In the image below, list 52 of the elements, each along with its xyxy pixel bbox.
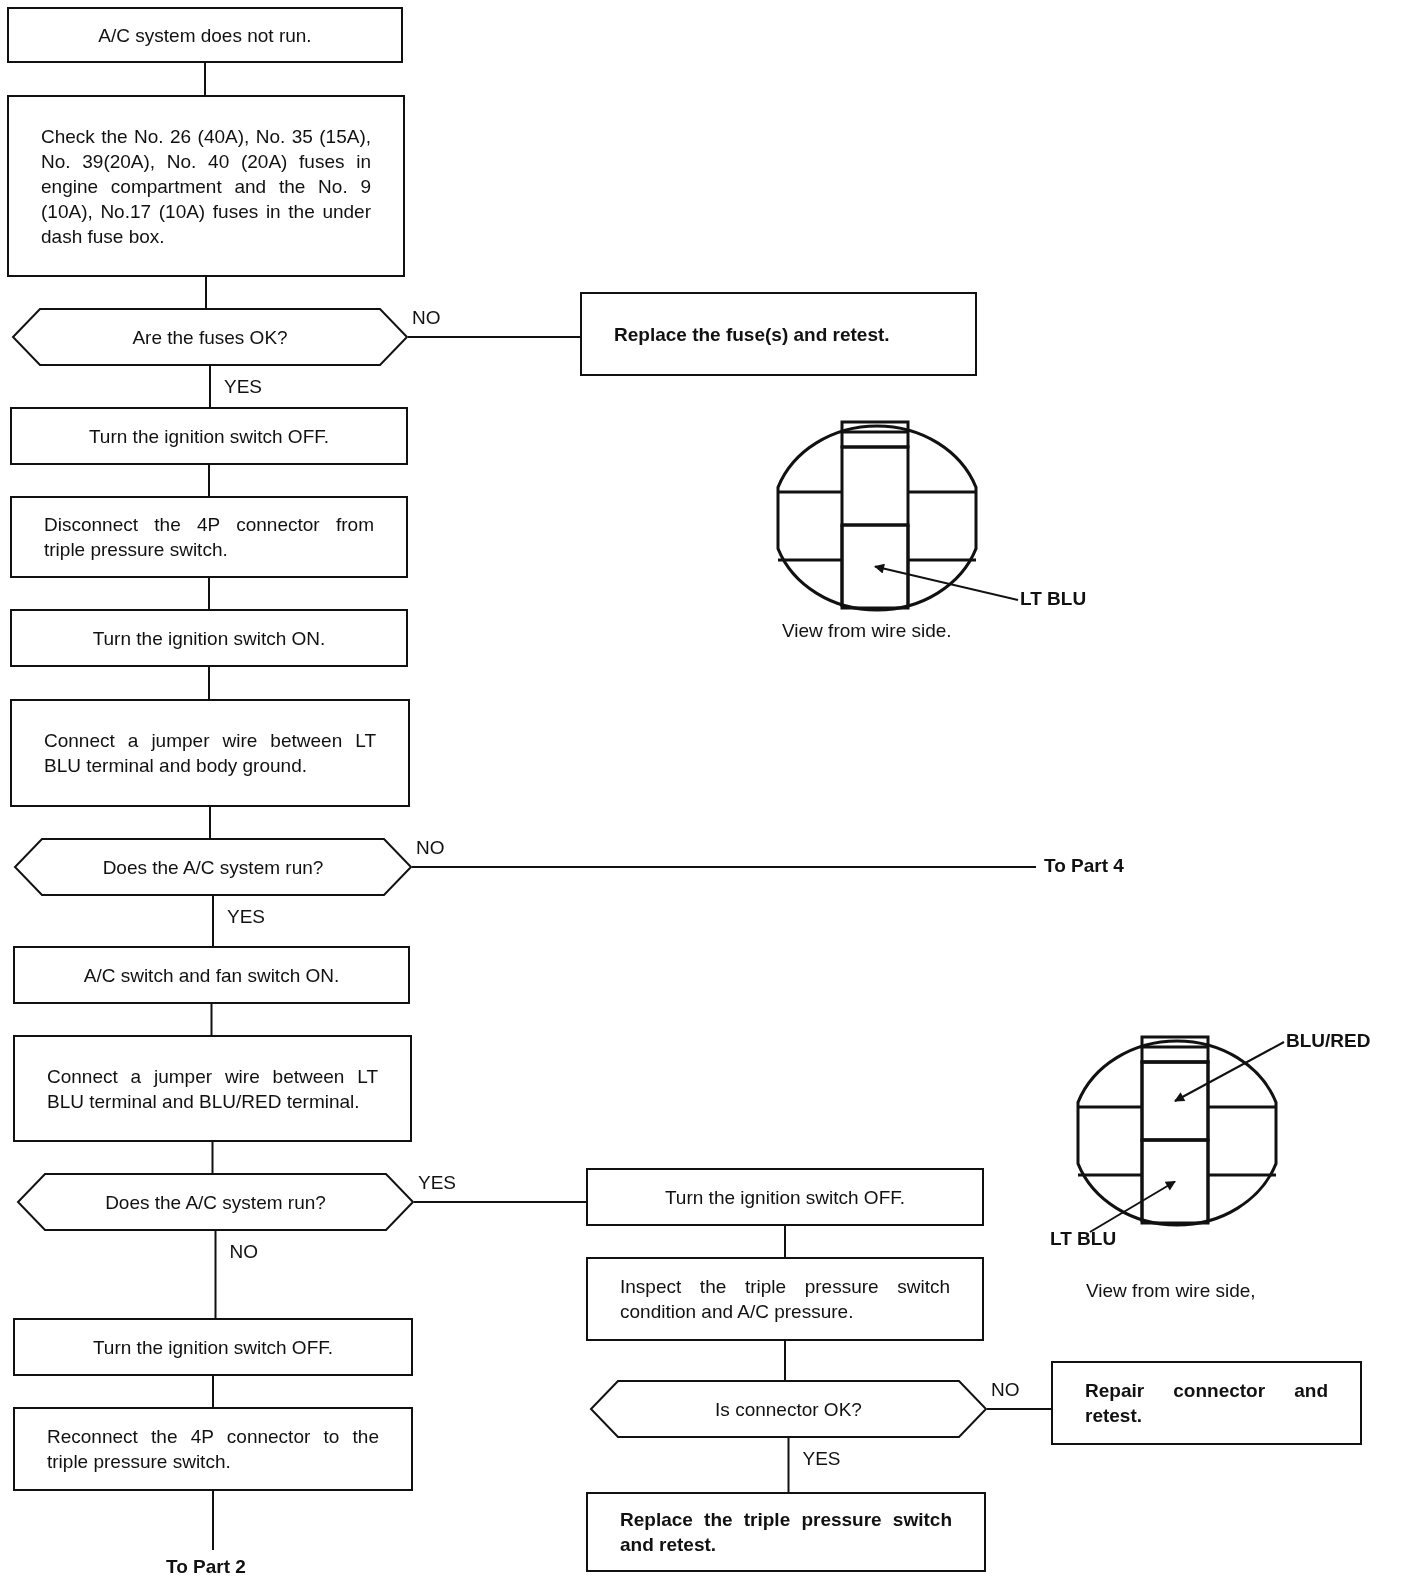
connector-line: [212, 1375, 214, 1408]
connector-line: [208, 464, 210, 497]
connector-line: [209, 365, 211, 408]
connector-text: To Part 4: [1044, 855, 1124, 877]
decision-hexagon: Are the fuses OK?: [12, 308, 408, 366]
process-box: Turn the ignition switch OFF.: [586, 1168, 984, 1226]
connector-text: LT BLU: [1050, 1228, 1117, 1250]
decision-hexagon: Is connector OK?: [590, 1380, 987, 1438]
connector-line: [204, 62, 206, 96]
connector-line: [210, 1003, 213, 1036]
process-box: Check the No. 26 (40A), No. 35 (15A), No. 39(20A), No. 40 (20A) fuses in engine compartment and the No. 9 (10A), No.17 (10A) fuses in the under dash fuse box.: [7, 95, 405, 277]
process-box: Connect a jumper wire between LT BLU terminal and BLU/RED terminal.: [13, 1035, 412, 1142]
connector-line: [784, 1225, 786, 1258]
process-box: Connect a jumper wire between LT BLU terminal and body ground.: [10, 699, 410, 807]
connector-line: [787, 1437, 790, 1493]
caption: View from wire side.: [782, 620, 952, 642]
connector-text: BLU/RED: [1286, 1030, 1371, 1052]
process-box: Replace the fuse(s) and retest.: [580, 292, 977, 376]
process-box: A/C switch and fan switch ON.: [13, 946, 410, 1004]
connector-line: [784, 1340, 786, 1381]
leader-line: [1174, 1041, 1285, 1102]
connector-text: LT BLU: [1020, 588, 1087, 610]
leader-line: [874, 563, 1019, 601]
leader-line: [1089, 1180, 1176, 1233]
connector-line: [208, 666, 210, 700]
connector-line: [986, 1408, 1052, 1410]
terminal-cavity: [1140, 1060, 1210, 1142]
caption: View from wire side,: [1086, 1280, 1256, 1302]
connector-line: [407, 336, 581, 338]
connector-text: To Part 2: [166, 1556, 246, 1578]
connector-line: [212, 1490, 214, 1551]
process-box: A/C system does not run.: [7, 7, 403, 63]
decision-hexagon: Does the A/C system run?: [14, 838, 412, 896]
connector-line: [211, 1141, 214, 1174]
process-box: Repair connector and retest.: [1051, 1361, 1362, 1445]
decision-hexagon: Does the A/C system run?: [17, 1173, 414, 1231]
terminal-cavity: [1140, 1138, 1210, 1225]
connector-line: [214, 1230, 217, 1319]
process-box: Replace the triple pressure switch and retest.: [586, 1492, 986, 1572]
connector-line: [205, 276, 207, 309]
process-box: Inspect the triple pressure switch condition and A/C pressure.: [586, 1257, 984, 1341]
connector-line: [411, 866, 1037, 868]
connector-line: [209, 806, 211, 839]
process-box: Turn the ignition switch OFF.: [10, 407, 408, 465]
process-box: Disconnect the 4P connector from triple pressure switch.: [10, 496, 408, 578]
connector-line: [212, 895, 214, 947]
process-box: Turn the ignition switch OFF.: [13, 1318, 413, 1376]
connector-line: [413, 1201, 587, 1203]
terminal-cavity: [840, 523, 910, 610]
connector-line: [208, 577, 210, 610]
process-box: Reconnect the 4P connector to the triple pressure switch.: [13, 1407, 413, 1491]
process-box: Turn the ignition switch ON.: [10, 609, 408, 667]
